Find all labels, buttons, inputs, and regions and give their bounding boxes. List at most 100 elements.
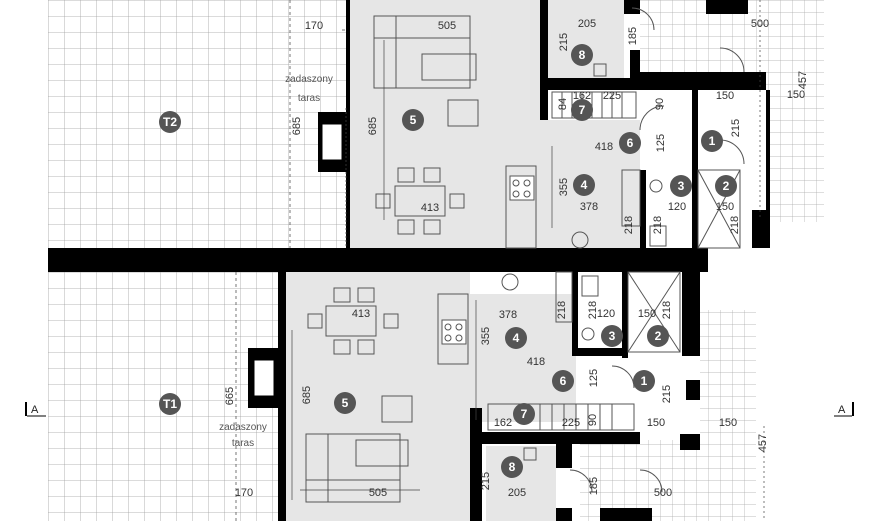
lower-dim-living-depth: 685 — [301, 386, 313, 404]
lower-room-7: 7 — [521, 407, 528, 421]
lower-room8-floor — [486, 446, 556, 521]
lower-dim-garage-218: 218 — [661, 301, 673, 319]
upper-dining-table — [394, 185, 446, 217]
upper-room-1: 1 — [709, 134, 716, 148]
upper-dims: 505 685 413 355 378 218 418 125 84 162 2… — [367, 18, 809, 234]
lower-dim-hall-width: 418 — [527, 356, 545, 368]
upper-dim-garage-218: 218 — [729, 216, 741, 234]
upper-dim-stair-84: 84 — [557, 98, 569, 110]
lower-room-1: 1 — [641, 374, 648, 388]
upper-stairs — [551, 91, 637, 119]
lower-dim-entry-150: 150 — [647, 417, 665, 429]
lower-dim-porch-500: 500 — [654, 487, 672, 499]
porch-lower-tiles-bottom — [580, 440, 756, 521]
section-mark-left-label: A — [31, 404, 39, 416]
terrace-t1-label: T1 — [163, 397, 177, 411]
lower-dim-kitchen-width: 378 — [499, 309, 517, 321]
upper-counter — [505, 165, 537, 249]
lower-dim-room8-185: 185 — [588, 477, 600, 495]
upper-dim-kitchen-218: 218 — [623, 216, 635, 234]
lower-sink — [501, 273, 519, 291]
upper-dim-room8-width: 205 — [578, 18, 596, 30]
upper-room-7: 7 — [579, 103, 586, 117]
terrace-t1: T1 zadaszony taras 170 665 — [159, 387, 267, 499]
section-mark-right-label: A — [838, 404, 846, 416]
section-mark-right: A — [834, 402, 854, 417]
upper-dim-porch-500: 500 — [751, 18, 769, 30]
lower-dim-wc-120: 120 — [597, 308, 615, 320]
upper-sink — [571, 231, 589, 249]
upper-dim-room8-185: 185 — [627, 27, 639, 45]
lower-furniture — [253, 271, 681, 503]
upper-dim-hall-125: 125 — [655, 134, 667, 152]
upper-dim-stair-162: 162 — [573, 90, 591, 102]
upper-dim-living-width: 505 — [438, 20, 456, 32]
upper-armchair — [447, 99, 479, 127]
upper-wc — [649, 179, 663, 193]
dimension-lines — [291, 0, 765, 521]
lower-dim-porch-457: 457 — [757, 434, 769, 452]
upper-dim-dining-width: 413 — [421, 202, 439, 214]
upper-room-4: 4 — [581, 178, 588, 192]
lower-dim-wc-218: 218 — [587, 301, 599, 319]
terrace-t1-caption-1: zadaszony — [219, 422, 267, 433]
lower-dim-stair-90: 90 — [587, 414, 599, 426]
upper-dim-garage-150: 150 — [716, 201, 734, 213]
porch-upper-tiles-top — [640, 0, 700, 72]
terrace-t1-caption-2: taras — [232, 438, 254, 449]
upper-dim-entry-150: 150 — [716, 90, 734, 102]
upper-room-3: 3 — [678, 179, 685, 193]
lower-wc — [581, 327, 595, 341]
terrace-t2-width: 170 — [305, 20, 323, 32]
lower-shower — [581, 275, 599, 297]
upper-dim-wc-120: 120 — [668, 201, 686, 213]
upper-dim-kitchen-width: 378 — [580, 201, 598, 213]
upper-dim-living-depth: 685 — [367, 117, 379, 135]
lower-dim-stair-225: 225 — [562, 417, 580, 429]
upper-coffee-table — [421, 53, 477, 81]
terrace-t2: T2 zadaszony taras 170 685 — [159, 20, 333, 135]
terrace-t1-width: 170 — [235, 487, 253, 499]
upper-dim-kitchen-depth: 355 — [558, 178, 570, 196]
lower-room-8: 8 — [509, 460, 516, 474]
terrace-t1-depth: 665 — [224, 387, 236, 405]
lower-dims: 505 685 413 355 378 218 418 125 162 225 … — [301, 301, 769, 499]
lower-room-2: 2 — [655, 329, 662, 343]
upper-room-8: 8 — [579, 48, 586, 62]
upper-hall-floor — [640, 90, 696, 248]
lower-counter — [437, 293, 469, 365]
lower-dim-room8-depth: 215 — [480, 472, 492, 490]
lower-armchair — [381, 395, 413, 423]
upper-room-2: 2 — [723, 179, 730, 193]
lower-dim-living-width: 505 — [369, 487, 387, 499]
section-mark-left: A — [25, 402, 46, 417]
upper-room-badges: 5 4 6 7 8 1 2 3 — [402, 44, 737, 197]
lower-dim-garage-150: 150 — [638, 308, 656, 320]
lower-room-badges: 5 4 6 7 8 1 2 3 — [334, 325, 669, 478]
upper-dim-stair-90: 90 — [654, 98, 666, 110]
lower-living-floor — [286, 272, 470, 521]
lower-room-5: 5 — [342, 396, 349, 410]
lower-dim-entry-215: 215 — [661, 385, 673, 403]
lower-coffee-table — [355, 439, 409, 467]
upper-dim-porch-457: 457 — [797, 71, 809, 89]
terrace-t2-depth: 685 — [291, 117, 303, 135]
terrace-t2-label: T2 — [163, 115, 177, 129]
upper-dim-wc-218: 218 — [652, 216, 664, 234]
lower-kitchen-floor — [470, 294, 576, 422]
lower-dim-hall-125: 125 — [588, 369, 600, 387]
upper-dim-stair-225: 225 — [603, 90, 621, 102]
terrace-t2-caption-2: taras — [298, 93, 320, 104]
lower-room-3: 3 — [609, 329, 616, 343]
upper-stair-floor — [548, 90, 640, 120]
upper-dim-hall-width: 418 — [595, 141, 613, 153]
terrace-t2-caption-1: zadaszony — [285, 74, 333, 85]
lower-dim-kitchen-depth: 355 — [480, 327, 492, 345]
terrace-t2-floor — [48, 0, 346, 248]
lower-dim-room8-width: 205 — [508, 487, 526, 499]
lower-dim-kitchen-218: 218 — [556, 301, 568, 319]
lower-dim-stair-162: 162 — [494, 417, 512, 429]
lower-stairs — [487, 403, 635, 431]
upper-dim-entry-215: 215 — [730, 119, 742, 137]
